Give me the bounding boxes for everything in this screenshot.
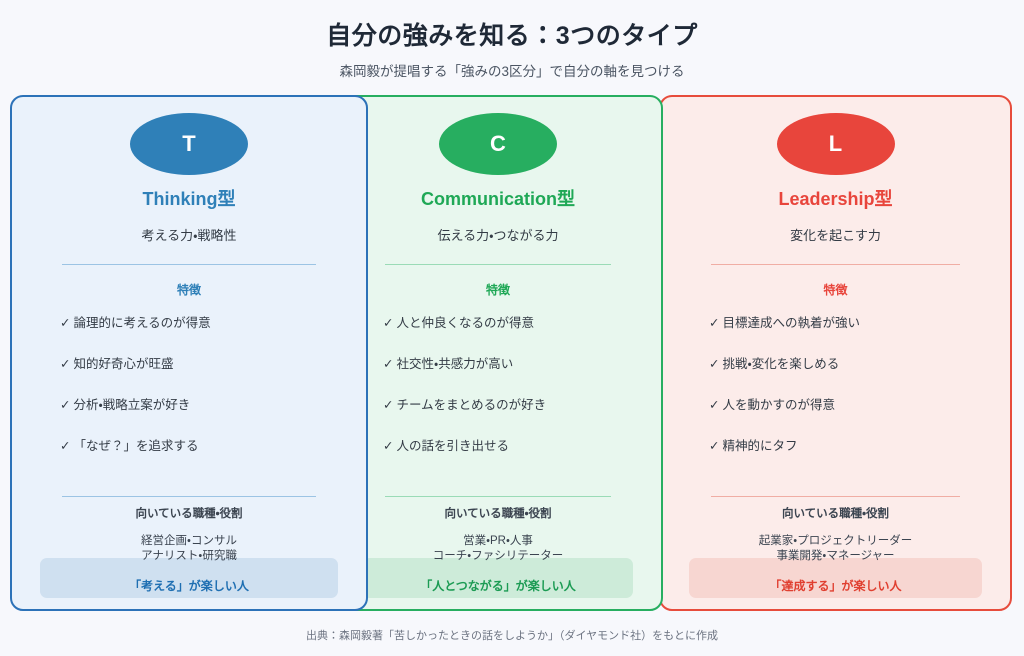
list-item: ✓社交性・共感力が高い — [383, 356, 633, 397]
roles-text-leadership: 起業家・プロジェクトリーダー 事業開発・マネージャー — [661, 534, 1010, 564]
feature-text: 論理的に考えるのが得意 — [73, 316, 211, 330]
check-icon: ✓ — [709, 439, 720, 453]
feature-list-leadership: ✓目標達成への執着が強い ✓挑戦・変化を楽しめる ✓人を動かすのが得意 ✓精神的… — [709, 315, 982, 479]
feature-text: 人の話を引き出せる — [396, 439, 509, 453]
roles-heading: 向いている職種・役割 — [781, 508, 890, 520]
list-item: ✓人と仲良くなるのが得意 — [383, 315, 633, 356]
type-name-communication: Communication型 — [420, 189, 575, 209]
feature-text: チームをまとめるのが好き — [396, 398, 547, 412]
feature-text: 社交性・共感力が高い — [396, 357, 514, 371]
divider-bottom — [711, 496, 960, 497]
divider-bottom — [385, 496, 611, 497]
badge-thinking: T — [130, 113, 248, 175]
highlight-pill-thinking: 「考える」が楽しい人 — [40, 558, 338, 598]
type-name-thinking: Thinking型 — [142, 189, 236, 209]
tagline-communication: 伝える力・つながる力 — [437, 228, 559, 243]
roles-line-2: 事業開発・マネージャー — [776, 550, 895, 562]
roles-text-communication: 営業・PR・人事 コーチ・ファシリテーター — [335, 534, 661, 564]
check-icon: ✓ — [383, 398, 394, 412]
roles-heading: 向いている職種・役割 — [135, 508, 243, 520]
highlight-pill-communication: 「人とつながる」が楽しい人 — [363, 558, 633, 598]
list-item: ✓人を動かすのが得意 — [709, 397, 982, 438]
feature-text: 人を動かすのが得意 — [722, 398, 835, 412]
features-heading: 特徴 — [176, 283, 201, 297]
list-item: ✓精神的にタフ — [709, 438, 982, 479]
roles-text-thinking: 経営企画・コンサル アナリスト・研究職 — [12, 534, 366, 564]
feature-text: 精神的にタフ — [722, 439, 798, 453]
roles-line-2: コーチ・ファシリテーター — [432, 550, 564, 562]
divider-top — [385, 264, 611, 265]
list-item: ✓「なぜ？」を追求する — [60, 438, 338, 479]
badge-communication: C — [439, 113, 557, 175]
tagline-thinking: 考える力・戦略性 — [141, 228, 237, 243]
highlight-text: 「考える」が楽しい人 — [129, 578, 249, 593]
page-subtitle: 森岡毅が提唱する「強みの3区分」で自分の軸を見つける — [339, 64, 685, 79]
list-item: ✓チームをまとめるのが好き — [383, 397, 633, 438]
check-icon: ✓ — [383, 439, 394, 453]
feature-list-communication: ✓人と仲良くなるのが得意 ✓社交性・共感力が高い ✓チームをまとめるのが好き ✓… — [383, 315, 633, 479]
divider-bottom — [62, 496, 316, 497]
type-card-communication[interactable]: C Communication型 伝える力・つながる力 特徴 ✓人と仲良くなるの… — [333, 95, 663, 611]
type-name-leadership: Leadership型 — [778, 189, 893, 209]
list-item: ✓人の話を引き出せる — [383, 438, 633, 479]
list-item: ✓論理的に考えるのが得意 — [60, 315, 338, 356]
roles-line-1: 経営企画・コンサル — [141, 535, 237, 547]
badge-letter: C — [490, 131, 506, 156]
highlight-text: 「人とつながる」が楽しい人 — [420, 578, 576, 593]
check-icon: ✓ — [60, 357, 71, 371]
check-icon: ✓ — [709, 398, 720, 412]
features-heading: 特徴 — [485, 283, 510, 297]
divider-top — [62, 264, 316, 265]
check-icon: ✓ — [383, 357, 394, 371]
check-icon: ✓ — [60, 398, 71, 412]
features-heading: 特徴 — [823, 283, 848, 297]
badge-letter: T — [182, 131, 196, 156]
roles-line-1: 起業家・プロジェクトリーダー — [758, 535, 913, 547]
page-title: 自分の強みを知る：3つのタイプ — [326, 22, 698, 50]
feature-text: 人と仲良くなるのが得意 — [396, 316, 534, 330]
feature-text: 「なぜ？」を追求する — [73, 439, 199, 453]
list-item: ✓分析・戦略立案が好き — [60, 397, 338, 438]
highlight-text: 「達成する」が楽しい人 — [769, 578, 902, 593]
roles-line-2: アナリスト・研究職 — [141, 550, 237, 562]
list-item: ✓目標達成への執着が強い — [709, 315, 982, 356]
check-icon: ✓ — [60, 439, 71, 453]
feature-text: 目標達成への執着が強い — [722, 316, 860, 330]
type-card-thinking[interactable]: T Thinking型 考える力・戦略性 特徴 ✓論理的に考えるのが得意 ✓知的… — [10, 95, 368, 611]
check-icon: ✓ — [709, 316, 720, 330]
divider-top — [711, 264, 960, 265]
highlight-pill-leadership: 「達成する」が楽しい人 — [689, 558, 982, 598]
list-item: ✓知的好奇心が旺盛 — [60, 356, 338, 397]
check-icon: ✓ — [383, 316, 394, 330]
list-item: ✓挑戦・変化を楽しめる — [709, 356, 982, 397]
badge-leadership: L — [776, 113, 895, 175]
badge-letter: L — [828, 131, 843, 156]
check-icon: ✓ — [709, 357, 720, 371]
roles-line-1: 営業・PR・人事 — [463, 535, 533, 547]
feature-text: 知的好奇心が旺盛 — [73, 357, 174, 371]
roles-heading: 向いている職種・役割 — [444, 508, 552, 520]
type-card-leadership[interactable]: L Leadership型 変化を起こす力 特徴 ✓目標達成への執着が強い ✓挑… — [659, 95, 1012, 611]
feature-list-thinking: ✓論理的に考えるのが得意 ✓知的好奇心が旺盛 ✓分析・戦略立案が好き ✓「なぜ？… — [60, 315, 338, 479]
check-icon: ✓ — [60, 316, 71, 330]
source-attribution: 出典：森岡毅著「苦しかったときの話をしようか」（ダイヤモンド社）をもとに作成 — [306, 630, 718, 642]
feature-text: 分析・戦略立案が好き — [73, 398, 191, 412]
feature-text: 挑戦・変化を楽しめる — [722, 357, 840, 371]
tagline-leadership: 変化を起こす力 — [790, 228, 881, 243]
